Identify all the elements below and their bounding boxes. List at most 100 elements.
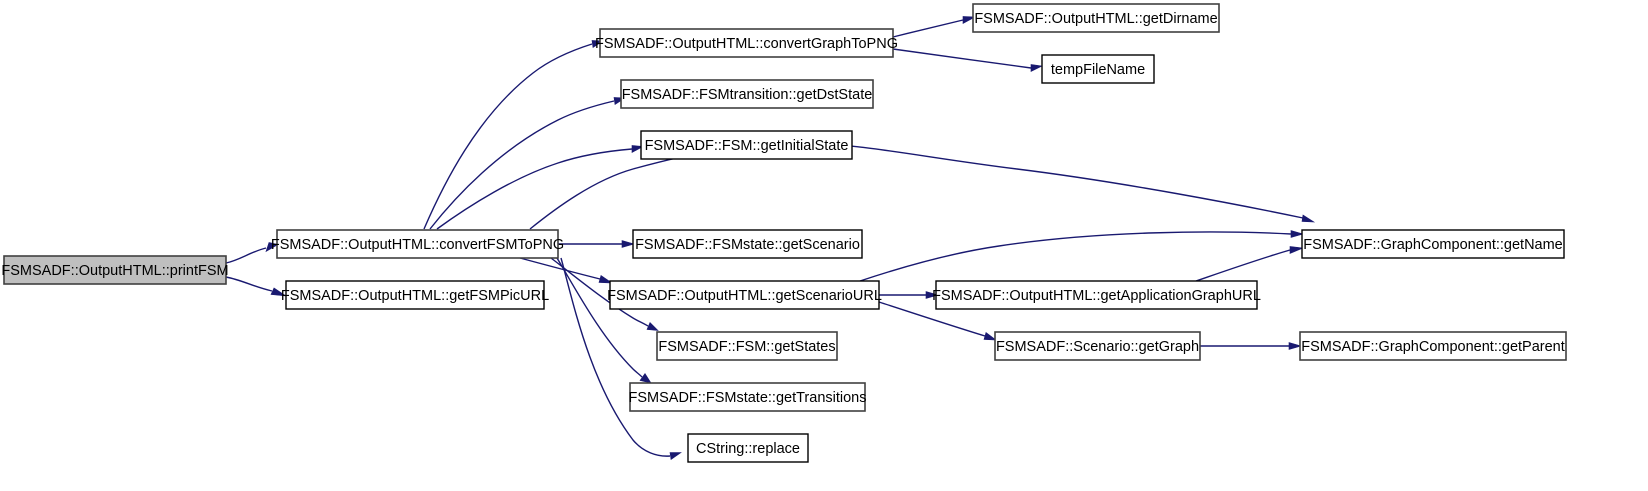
node-box[interactable]: [935, 280, 1258, 310]
edge-convertFSMToPNG-to-getName: [529, 142, 1316, 230]
node-label-getTransitions: FSMSADF::FSMstate::getTransitions: [629, 390, 867, 406]
edge-line: [892, 48, 1032, 69]
node-box[interactable]: [656, 331, 838, 361]
node-box[interactable]: [1299, 331, 1567, 361]
graph-node-convertFSMToPNG[interactable]: FSMSADF::OutputHTML::convertFSMToPNG: [271, 229, 564, 259]
node-box[interactable]: [276, 229, 559, 259]
graph-node-tempFileName[interactable]: tempFileName: [1041, 54, 1155, 84]
arrowhead-icon: [631, 145, 645, 154]
arrowhead-icon: [1301, 214, 1316, 223]
edge-line: [225, 276, 273, 292]
arrowhead-icon: [646, 321, 659, 331]
arrowhead-icon: [270, 287, 287, 297]
edge-getScenarioURL-to-getName: [859, 230, 1305, 282]
edges-layer: [225, 16, 1316, 461]
arrowhead-icon: [962, 16, 977, 25]
graph-node-getDstState[interactable]: FSMSADF::FSMtransition::getDstState: [620, 79, 874, 109]
arrowhead-icon: [983, 331, 997, 341]
node-label-getDirname: FSMSADF::OutputHTML::getDirname: [974, 11, 1217, 27]
node-label-replace: CString::replace: [696, 441, 800, 457]
edge-line: [436, 148, 633, 230]
node-box[interactable]: [3, 255, 227, 285]
graph-node-getStates[interactable]: FSMSADF::FSM::getStates: [656, 331, 838, 361]
node-label-getName: FSMSADF::GraphComponent::getName: [1303, 237, 1563, 253]
node-label-getScenarioURL: FSMSADF::OutputHTML::getScenarioURL: [607, 288, 882, 304]
node-box[interactable]: [1301, 229, 1565, 259]
arrowhead-icon: [265, 242, 279, 253]
arrowhead-icon: [1030, 64, 1044, 72]
arrowhead-icon: [598, 275, 614, 284]
node-box[interactable]: [1041, 54, 1155, 84]
graph-node-getDirname[interactable]: FSMSADF::OutputHTML::getDirname: [972, 3, 1220, 33]
edge-convertFSMToPNG-to-getScenarioURL: [519, 257, 614, 284]
edge-getGraph-to-getParent: [1200, 342, 1303, 350]
node-label-convertGraphToPNG: FSMSADF::OutputHTML::convertGraphToPNG: [595, 36, 898, 52]
node-box[interactable]: [620, 79, 874, 109]
edge-getScenarioURL-to-getApplicationGraphURL: [879, 291, 940, 299]
edge-getApplicationGraphURL-to-getName: [1195, 246, 1305, 282]
edge-line: [429, 100, 615, 230]
arrowhead-icon: [1290, 230, 1305, 238]
edge-convertFSMToPNG-to-getTransitions: [556, 257, 652, 384]
node-box[interactable]: [609, 280, 880, 310]
arrowhead-icon: [639, 372, 652, 384]
graph-node-getApplicationGraphURL[interactable]: FSMSADF::OutputHTML::getApplicationGraph…: [932, 280, 1261, 310]
node-label-getGraph: FSMSADF::Scenario::getGraph: [996, 339, 1199, 355]
edge-convertFSMToPNG-to-getStates: [550, 257, 659, 331]
edge-getScenarioURL-to-getGraph: [878, 301, 997, 341]
graph-node-getScenarioURL[interactable]: FSMSADF::OutputHTML::getScenarioURL: [607, 280, 882, 310]
edge-convertFSMToPNG-to-replace: [560, 257, 682, 461]
edge-line: [560, 257, 671, 457]
nodes-layer: FSMSADF::OutputHTML::printFSMFSMSADF::Ou…: [1, 3, 1567, 463]
node-box[interactable]: [972, 3, 1220, 33]
graph-node-printFSM[interactable]: FSMSADF::OutputHTML::printFSM: [1, 255, 229, 285]
graph-node-getParent[interactable]: FSMSADF::GraphComponent::getParent: [1299, 331, 1567, 361]
graph-node-getTransitions[interactable]: FSMSADF::FSMstate::getTransitions: [629, 382, 867, 412]
arrowhead-icon: [621, 240, 636, 248]
edge-line: [859, 231, 1292, 282]
node-box[interactable]: [629, 382, 866, 412]
edge-convertGraphToPNG-to-getDirname: [892, 16, 977, 38]
node-box[interactable]: [687, 433, 809, 463]
graph-node-getScenario[interactable]: FSMSADF::FSMstate::getScenario: [632, 229, 863, 259]
graph-node-replace[interactable]: CString::replace: [687, 433, 809, 463]
node-label-getScenario: FSMSADF::FSMstate::getScenario: [635, 237, 860, 253]
edge-convertGraphToPNG-to-tempFileName: [892, 48, 1044, 72]
arrowhead-icon: [669, 452, 682, 461]
node-label-getApplicationGraphURL: FSMSADF::OutputHTML::getApplicationGraph…: [932, 288, 1261, 304]
edge-line: [529, 142, 1304, 230]
graph-node-getName[interactable]: FSMSADF::GraphComponent::getName: [1301, 229, 1565, 259]
edge-line: [550, 257, 649, 327]
arrowhead-icon: [925, 291, 940, 299]
node-label-getParent: FSMSADF::GraphComponent::getParent: [1301, 339, 1565, 355]
node-box[interactable]: [640, 130, 853, 160]
edge-convertFSMToPNG-to-getScenario: [558, 240, 636, 248]
graph-node-getInitialState[interactable]: FSMSADF::FSM::getInitialState: [640, 130, 853, 160]
graph-node-convertGraphToPNG[interactable]: FSMSADF::OutputHTML::convertGraphToPNG: [595, 28, 898, 58]
node-box[interactable]: [599, 28, 894, 58]
node-box[interactable]: [632, 229, 863, 259]
edge-line: [519, 257, 601, 280]
edge-convertFSMToPNG-to-convertGraphToPNG: [423, 40, 604, 230]
edge-convertFSMToPNG-to-getInitialState: [436, 145, 645, 230]
node-label-getInitialState: FSMSADF::FSM::getInitialState: [645, 138, 849, 154]
node-label-printFSM: FSMSADF::OutputHTML::printFSM: [1, 263, 228, 279]
edge-printFSM-to-getFSMPicURL: [225, 276, 287, 297]
edge-printFSM-to-convertFSMToPNG: [225, 242, 279, 264]
graph-node-getGraph[interactable]: FSMSADF::Scenario::getGraph: [994, 331, 1201, 361]
edge-line: [225, 247, 267, 264]
edge-line: [892, 19, 964, 38]
edge-line: [423, 43, 593, 230]
node-box[interactable]: [994, 331, 1201, 361]
node-label-getDstState: FSMSADF::FSMtransition::getDstState: [622, 87, 873, 103]
edge-line: [878, 301, 986, 337]
node-label-tempFileName: tempFileName: [1051, 62, 1145, 78]
graph-node-getFSMPicURL[interactable]: FSMSADF::OutputHTML::getFSMPicURL: [281, 280, 549, 310]
node-box[interactable]: [285, 280, 545, 310]
edge-line: [556, 257, 643, 378]
edge-line: [1195, 249, 1291, 282]
arrowhead-icon: [1288, 342, 1303, 350]
arrowhead-icon: [1289, 246, 1305, 254]
